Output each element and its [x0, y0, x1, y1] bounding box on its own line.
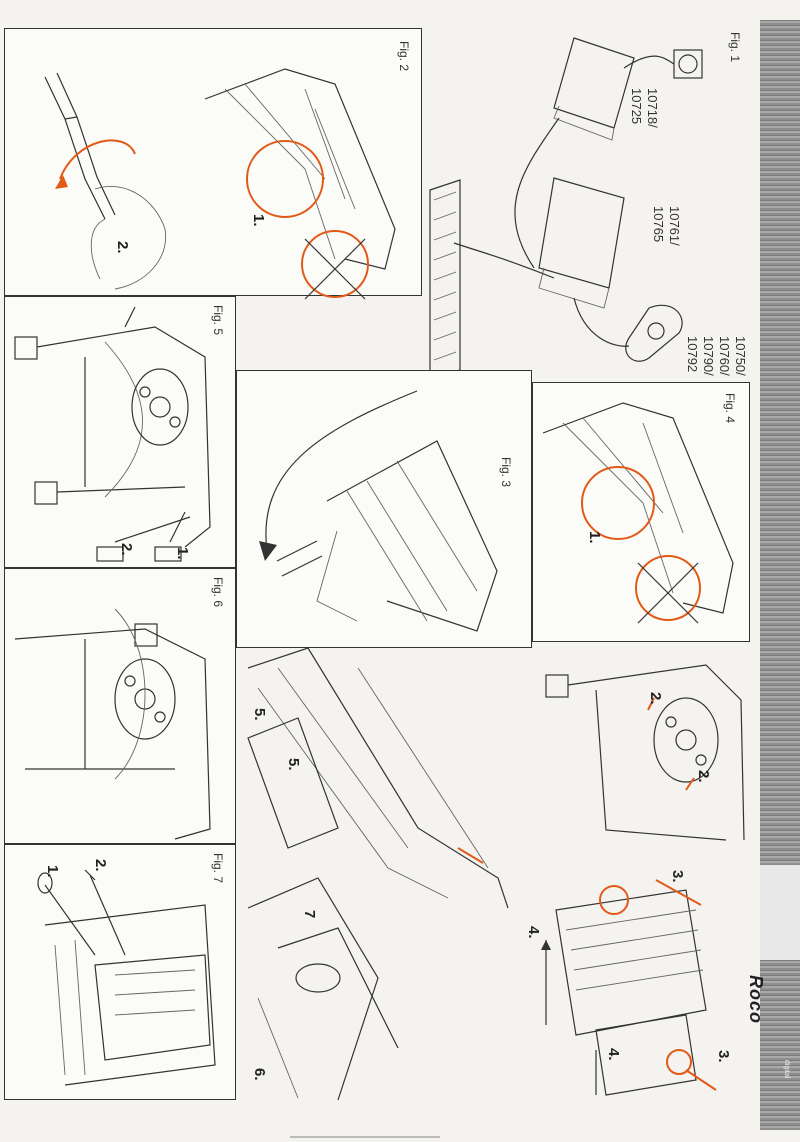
base-screws-area: 2. 2. — [536, 640, 754, 850]
crane-step-7: 7 — [301, 910, 318, 919]
housing-drawing — [541, 879, 717, 1096]
fig6-panel: Fig. 6 — [4, 568, 236, 844]
fig5-drawing — [14, 306, 211, 562]
fig4-drawing — [542, 402, 734, 624]
fig3-panel: Fig. 3 — [236, 370, 532, 648]
fig7-step-2: 2. — [92, 859, 109, 872]
fig7-drawing — [37, 869, 216, 1086]
fig5-step-1: 1. — [174, 547, 191, 560]
connector-strip — [429, 179, 461, 381]
page-bottom-mark — [290, 1136, 440, 1138]
base-screws-drawing — [545, 664, 745, 841]
fig1-model-10761: 10761/ — [667, 206, 682, 246]
fig3-drawing — [259, 390, 498, 632]
fig1-models-b: 10761/ 10765 — [650, 206, 682, 246]
brand-logo: Roco — [746, 975, 766, 1024]
fig1-model-10725: 10725 — [629, 88, 644, 125]
crane-step-5a: 5. — [251, 708, 268, 721]
fig4-step-1: 1. — [586, 531, 603, 544]
fig2-step-2: 2. — [114, 241, 131, 254]
base-step-2a: 2. — [647, 692, 664, 705]
fig5-panel: Fig. 5 1. 2. — [4, 296, 236, 568]
brand-tag: digital — [783, 1060, 790, 1079]
crane-step-5b: 5. — [285, 758, 302, 771]
fig1-area: Fig. 1 10718/ 10725 10761/ — [424, 28, 754, 378]
fig4-panel: Fig. 4 1. — [532, 382, 750, 642]
fig2-drawing — [44, 68, 396, 300]
fig2-panel: Fig. 2 1. 2. — [4, 28, 422, 300]
fig1-model-10718: 10718/ — [645, 88, 660, 128]
fig1-models-a: 10718/ 10725 — [628, 88, 660, 128]
housing-area: 3. 3. 4. 4. — [525, 850, 754, 1100]
fig1-model-10765: 10765 — [651, 206, 666, 243]
housing-step-4a: 4. — [525, 926, 542, 939]
fig1-model-10790: 10790/ — [701, 336, 716, 376]
housing-step-3b: 3. — [715, 1050, 732, 1063]
housing-step-3a: 3. — [669, 870, 686, 883]
fig5-step-2: 2. — [118, 543, 135, 556]
crane-step-6: 6. — [251, 1068, 268, 1081]
fig1-drawing — [453, 37, 703, 362]
brand-strip: Roco digital — [746, 20, 800, 1130]
fig7-panel: Fig. 7 1. 2. — [4, 844, 236, 1100]
fig1-model-10792: 10792 — [685, 336, 700, 373]
fig6-drawing — [14, 608, 211, 840]
crane-detail-area: 5. 5. 6. 7 — [238, 647, 538, 1101]
base-step-2b: 2. — [695, 770, 712, 783]
crane-detail-drawing — [247, 647, 509, 1101]
fig1-model-10750: 10750/ — [733, 336, 748, 376]
fig7-step-1: 1. — [44, 865, 61, 878]
brand-strip-light — [760, 865, 800, 960]
fig1-models-c: 10750/ 10760/ 10790/ 10792 — [684, 336, 748, 376]
fig1-model-10760: 10760/ — [717, 336, 732, 376]
housing-step-4b: 4. — [605, 1048, 622, 1061]
fig2-step-1: 1. — [250, 214, 267, 227]
